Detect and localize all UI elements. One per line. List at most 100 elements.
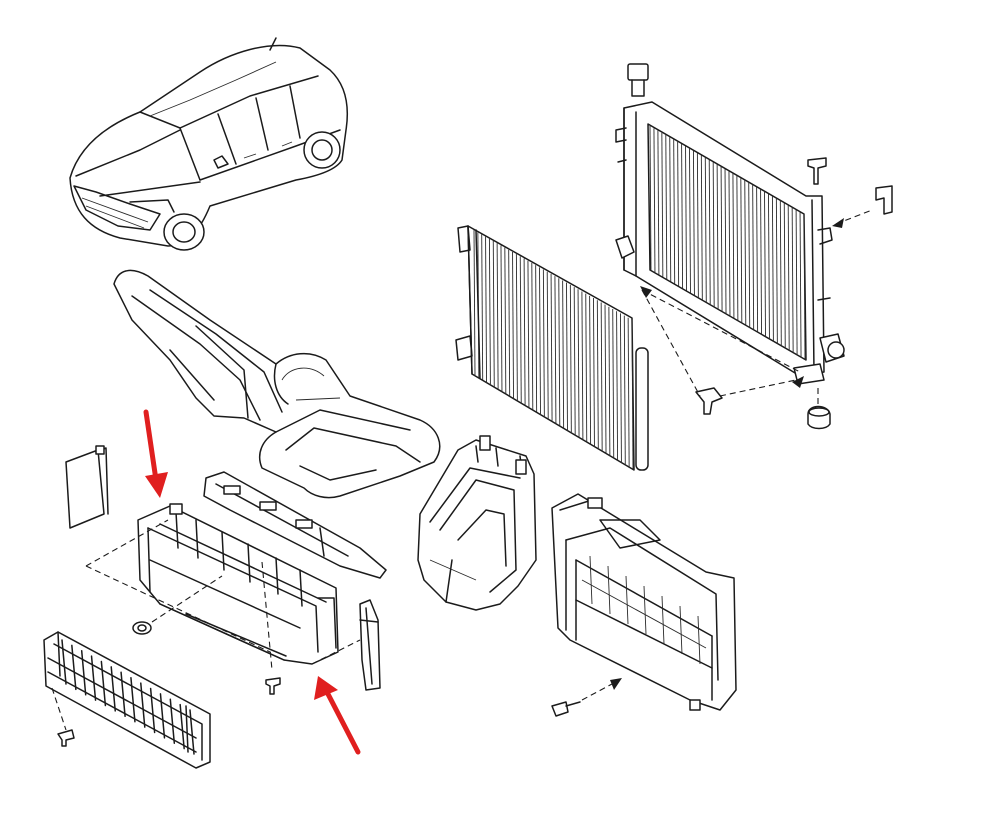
- condenser-fins-line: [596, 300, 599, 450]
- radiator-fins-line: [764, 191, 766, 337]
- radiator-fins-line: [799, 211, 802, 358]
- condenser-fins-line: [558, 278, 561, 427]
- seal-plate-icon: [65, 445, 109, 529]
- shutter-slats-line: [90, 655, 97, 701]
- deflector-icon: [203, 471, 387, 579]
- air-duct-icon: [113, 269, 441, 499]
- radiator-fins-line: [736, 175, 739, 321]
- condenser-fins-line: [562, 280, 565, 429]
- clip-icon: [57, 729, 75, 747]
- condenser-fins-line: [581, 291, 584, 441]
- shutter-slats-line: [80, 650, 87, 696]
- condenser-fins-line: [631, 319, 634, 471]
- condenser-fins-line: [619, 313, 622, 464]
- radiator-fins-line: [771, 195, 774, 342]
- condenser-fins-line: [566, 282, 568, 432]
- condenser-fins-line: [504, 247, 507, 395]
- shutter-slats-line: [140, 682, 146, 728]
- radiator-fins-line: [657, 130, 660, 275]
- condenser-fins-line: [488, 238, 491, 386]
- radiator-fins-line: [740, 177, 743, 324]
- radiator-fins-line: [795, 209, 798, 356]
- clip-icon: [132, 621, 281, 695]
- clip-icon: [695, 157, 893, 430]
- radiator-icon: [615, 63, 845, 385]
- radiator-fins-line: [708, 159, 711, 305]
- condenser-fins-line: [554, 276, 557, 425]
- condenser-fins-line: [492, 240, 495, 388]
- radiator-fins-line: [704, 157, 707, 303]
- condenser-fins-line: [546, 271, 549, 420]
- highlight-arrow-bottom: [314, 676, 361, 755]
- radiator-fins-line: [775, 198, 778, 344]
- radiator-fins-line: [724, 168, 727, 314]
- condenser-fins-line: [500, 245, 503, 393]
- condenser-fins-line: [542, 269, 545, 418]
- radiator-fins-line: [783, 202, 786, 349]
- radiator-fins-line: [696, 153, 699, 298]
- deflector-icon: [137, 503, 339, 665]
- shutter-slats-line: [189, 709, 195, 755]
- shutter-slats-line: [130, 676, 136, 723]
- condenser-fins-line: [539, 267, 541, 415]
- shutter-slats-line: [179, 703, 185, 750]
- condenser-fins-line: [496, 243, 499, 390]
- radiator-fins-line: [673, 139, 676, 284]
- condenser-fins-line: [531, 262, 534, 411]
- radiator-fins-line: [748, 182, 751, 328]
- shutter-slats-line: [159, 693, 166, 739]
- condenser-fins-line: [585, 293, 588, 443]
- condenser-fins-line: [577, 289, 580, 438]
- condenser-fins-line: [569, 284, 572, 434]
- radiator-fins-line: [720, 166, 723, 312]
- condenser-fins-line: [612, 309, 615, 459]
- radiator-fins-line: [649, 125, 652, 271]
- radiator-fins-line: [716, 164, 719, 310]
- condenser-fins-line: [616, 311, 619, 461]
- condenser-fins-line: [519, 256, 522, 404]
- radiator-fins-line: [653, 128, 656, 273]
- radiator-fins-line: [803, 213, 806, 361]
- radiator-fins-line: [700, 155, 703, 301]
- radiator-fins-line: [689, 148, 691, 294]
- shutter-slats-line: [71, 644, 77, 691]
- radiator-fins-line: [681, 144, 684, 289]
- radiator-fins-line: [685, 146, 687, 291]
- radiator-fins-line: [728, 171, 731, 317]
- condenser-fins-line: [550, 273, 553, 422]
- condenser-fins-line: [535, 265, 538, 413]
- shutter-icon: [43, 631, 211, 769]
- seal-strip-icon: [359, 599, 381, 691]
- radiator-fins-line: [756, 186, 759, 333]
- radiator-fins-line: [732, 173, 735, 319]
- radiator-fins-line: [744, 180, 747, 326]
- condenser-fins-line: [589, 295, 592, 445]
- condenser-fins-line: [623, 315, 626, 466]
- radiator-fins-line: [665, 135, 668, 280]
- shutter-slats-line: [100, 660, 107, 707]
- radiator-fins-line: [791, 207, 794, 354]
- condenser-fins-line: [604, 304, 607, 454]
- radiator-fins-line: [760, 189, 763, 335]
- condenser-fins-line: [485, 236, 488, 383]
- condenser-fins-line: [608, 306, 611, 457]
- radiator-fins-line: [661, 132, 664, 277]
- shutter-slats-line: [61, 639, 67, 685]
- radiator-fins-line: [787, 204, 790, 351]
- air-guide-icon: [417, 435, 537, 611]
- radiator-fins-line: [669, 137, 672, 282]
- frame-icon: [551, 493, 737, 711]
- condenser-fins-line: [508, 249, 511, 397]
- radiator-fins-line: [752, 184, 755, 331]
- highlight-arrow-top: [143, 409, 168, 498]
- shutter-slats-line: [120, 671, 126, 718]
- shutter-slats-line: [149, 687, 156, 734]
- radiator-fins-line: [692, 150, 695, 296]
- condenser-fins-line: [512, 251, 514, 399]
- suv-outline-icon: [69, 37, 349, 251]
- radiator-fins-line: [779, 200, 782, 347]
- condenser-fins-line: [473, 229, 476, 377]
- clip-icon: [551, 701, 581, 717]
